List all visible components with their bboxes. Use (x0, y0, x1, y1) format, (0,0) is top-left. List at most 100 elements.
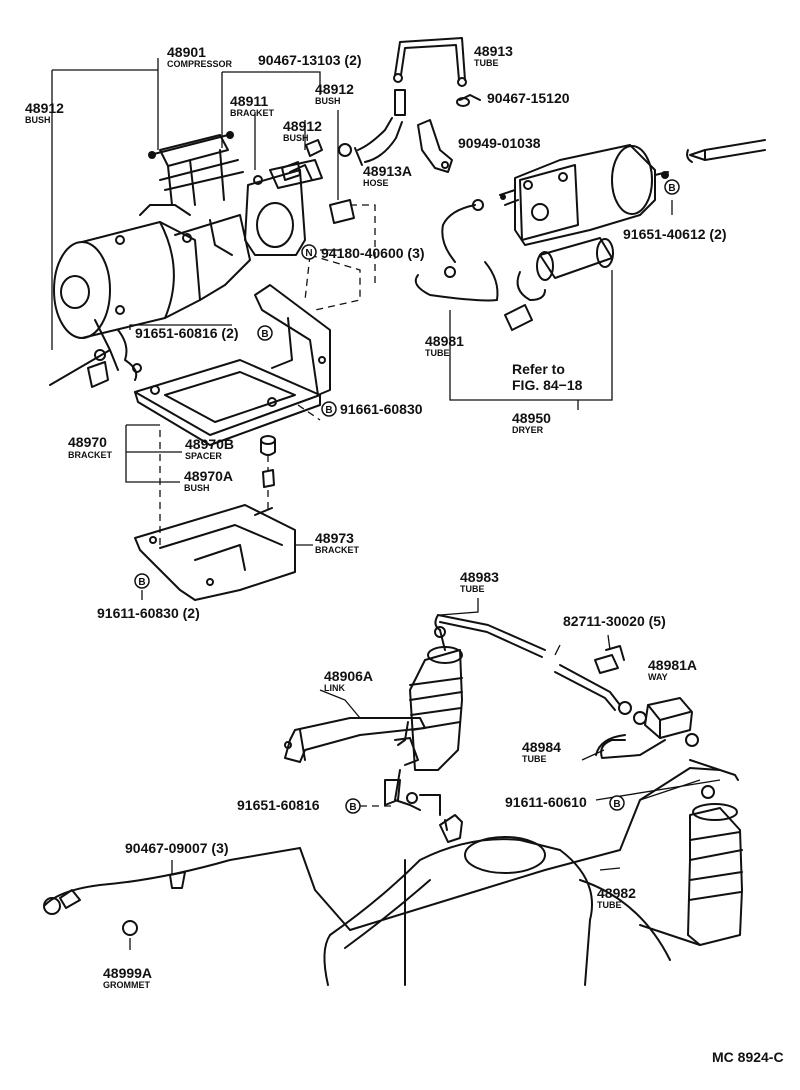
svg-text:COMPRESSOR: COMPRESSOR (167, 59, 233, 69)
svg-text:BUSH: BUSH (315, 96, 341, 106)
svg-text:BRACKET: BRACKET (315, 545, 360, 555)
tube-48984-drawing (595, 734, 666, 759)
svg-text:48982: 48982 (597, 885, 636, 901)
svg-text:91651-40612 (2): 91651-40612 (2) (623, 226, 727, 242)
svg-text:48970B: 48970B (185, 436, 234, 452)
label-90467-15120: 90467-15120 (487, 90, 570, 106)
label-48913: 48913 TUBE (474, 43, 513, 68)
svg-text:48999A: 48999A (103, 965, 152, 981)
label-48912-upper: 48912 BUSH (315, 81, 354, 106)
svg-text:48984: 48984 (522, 739, 561, 755)
bush-pieces-drawing (281, 139, 355, 224)
svg-text:WAY: WAY (648, 672, 668, 682)
tube-48981-drawing (320, 199, 673, 410)
label-91651-60816-upper: 91651-60816 (2) (135, 325, 239, 341)
svg-text:48913: 48913 (474, 43, 513, 59)
svg-text:GROMMET: GROMMET (103, 980, 150, 990)
svg-text:48912: 48912 (283, 118, 322, 134)
axle-housing-drawing (323, 814, 701, 986)
svg-text:91611-60610: 91611-60610 (505, 794, 587, 810)
svg-text:48981: 48981 (425, 333, 464, 349)
svg-text:Refer to: Refer to (512, 361, 565, 377)
svg-text:91651-60816 (2): 91651-60816 (2) (135, 325, 239, 341)
link-48906A-drawing (284, 717, 426, 763)
marker-bolt-3: B (664, 179, 680, 195)
svg-text:B: B (668, 183, 675, 194)
svg-text:91611-60830 (2): 91611-60830 (2) (97, 605, 200, 621)
label-90949-01038: 90949-01038 (458, 135, 541, 151)
label-48911: 48911 BRACKET (230, 93, 275, 118)
svg-text:B: B (138, 577, 145, 588)
label-48981A: 48981A WAY (648, 657, 697, 682)
label-48913A: 48913A HOSE (363, 163, 412, 188)
svg-text:48950: 48950 (512, 410, 551, 426)
svg-text:BUSH: BUSH (283, 133, 309, 143)
label-91651-60816-lower: 91651-60816 (237, 797, 320, 813)
svg-text:FIG. 84−18: FIG. 84−18 (512, 377, 583, 393)
svg-text:48913A: 48913A (363, 163, 412, 179)
label-48906A: 48906A LINK (324, 668, 373, 693)
svg-text:TUBE: TUBE (597, 900, 622, 910)
svg-text:MC 8924-C: MC 8924-C (712, 1049, 784, 1065)
svg-text:48973: 48973 (315, 530, 354, 546)
label-91661-60830: 91661-60830 (340, 401, 423, 417)
svg-text:90949-01038: 90949-01038 (458, 135, 541, 151)
way-48981A-drawing (633, 697, 699, 747)
tube-48983-drawing (434, 614, 632, 715)
svg-text:TUBE: TUBE (522, 754, 547, 764)
mount-bracket-drawing (254, 204, 376, 396)
diagram-id: MC 8924-C (712, 1049, 784, 1065)
marker-bolt-6: B (609, 795, 625, 811)
label-48973: 48973 BRACKET (315, 530, 360, 555)
label-91611-60610: 91611-60610 (505, 794, 587, 810)
label-48982: 48982 TUBE (597, 885, 636, 910)
svg-text:91651-60816: 91651-60816 (237, 797, 320, 813)
refer-note: Refer to FIG. 84−18 (512, 361, 583, 393)
shock-absorber-right-drawing (687, 785, 743, 946)
svg-text:48983: 48983 (460, 569, 499, 585)
svg-text:DRYER: DRYER (512, 425, 544, 435)
fittings-82711-drawing (594, 645, 625, 674)
svg-text:48912: 48912 (315, 81, 354, 97)
svg-text:48912: 48912 (25, 100, 64, 116)
svg-text:90467-13103 (2): 90467-13103 (2) (258, 52, 362, 68)
label-48970: 48970 BRACKET (68, 434, 113, 460)
svg-text:TUBE: TUBE (460, 584, 485, 594)
label-48901: 48901 COMPRESSOR (167, 44, 233, 69)
label-48970A: 48970A BUSH (184, 468, 233, 493)
base-plate-drawing (134, 359, 321, 446)
svg-text:BUSH: BUSH (184, 483, 210, 493)
svg-text:N: N (305, 248, 312, 259)
svg-text:48906A: 48906A (324, 668, 373, 684)
label-48984: 48984 TUBE (522, 739, 561, 764)
dryer-drawing (499, 139, 766, 331)
svg-text:BRACKET: BRACKET (68, 450, 113, 460)
svg-text:B: B (613, 799, 620, 810)
label-91611-60830: 91611-60830 (2) (97, 605, 200, 621)
svg-text:HOSE: HOSE (363, 178, 389, 188)
label-94180-40600: 94180-40600 (3) (321, 245, 425, 261)
label-48983: 48983 TUBE (460, 569, 499, 594)
svg-text:90467-09007 (3): 90467-09007 (3) (125, 840, 229, 856)
svg-text:94180-40600 (3): 94180-40600 (3) (321, 245, 425, 261)
svg-text:48970A: 48970A (184, 468, 233, 484)
marker-nut-1: N (301, 244, 317, 260)
svg-text:BRACKET: BRACKET (230, 108, 275, 118)
svg-text:82711-30020 (5): 82711-30020 (5) (563, 613, 666, 629)
tube-48913-drawing (393, 37, 481, 107)
label-90467-13103: 90467-13103 (2) (258, 52, 362, 68)
marker-bolt-4: B (134, 573, 150, 589)
shock-absorber-left-drawing (384, 626, 463, 816)
svg-text:LINK: LINK (324, 683, 345, 693)
tube-48982-drawing (43, 759, 739, 936)
leader-lines-left (51, 58, 339, 600)
svg-text:48911: 48911 (230, 93, 268, 109)
hose-48913A-drawing (354, 89, 406, 166)
label-48950: 48950 DRYER (512, 410, 551, 435)
label-48912-left: 48912 BUSH (25, 100, 64, 125)
svg-text:TUBE: TUBE (425, 348, 450, 358)
label-90467-09007: 90467-09007 (3) (125, 840, 229, 856)
marker-bolt-1: B (257, 325, 273, 341)
bracket-90949-drawing (417, 119, 453, 173)
